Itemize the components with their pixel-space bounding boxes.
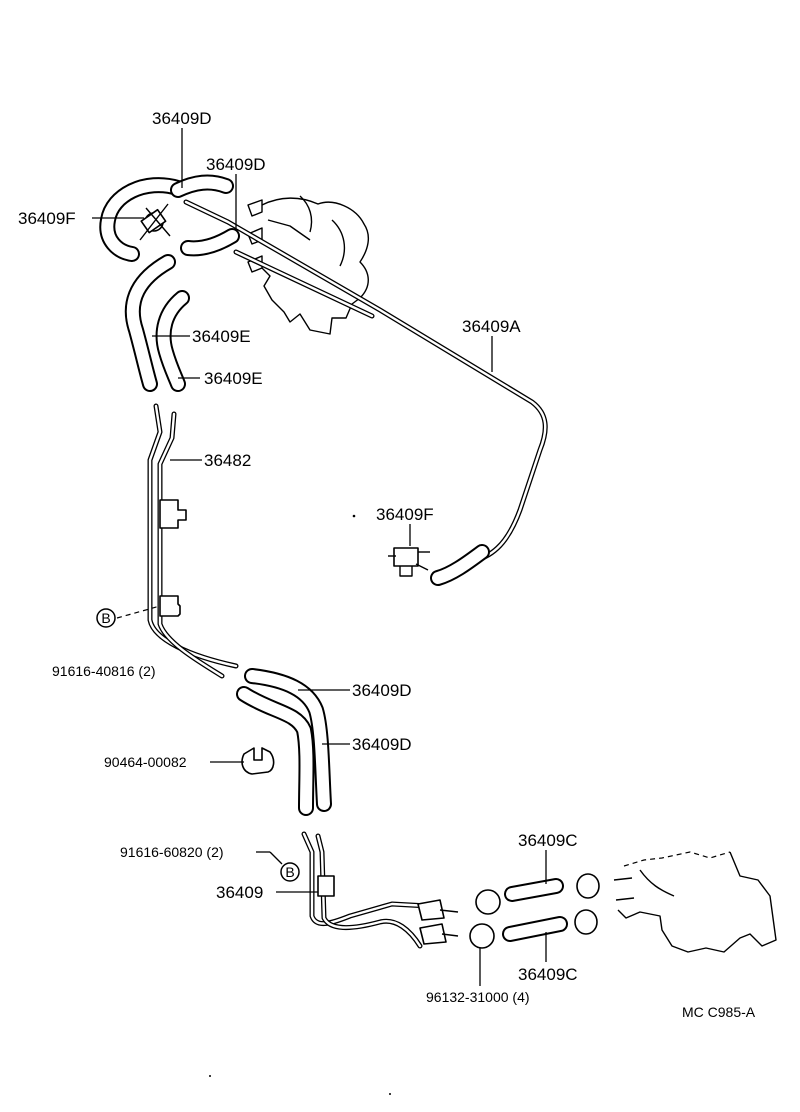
bolt-marker-2: B (280, 862, 300, 882)
label-91616-40816: 91616-40816 (2) (52, 663, 156, 679)
label-36409e-1: 36409E (192, 327, 251, 346)
label-36409d-top: 36409D (152, 109, 212, 128)
label-36409f-mid: 36409F (376, 505, 434, 524)
top-hose-group (99, 174, 240, 392)
pipe-36409-bottom (301, 831, 459, 949)
label-36409: 36409 (216, 883, 263, 902)
figure-code: MC C985-A (682, 1004, 756, 1020)
label-36409e-2: 36409E (204, 369, 263, 388)
label-90464-00082: 90464-00082 (104, 754, 187, 770)
label-36409d-mid1: 36409D (352, 681, 412, 700)
bolt-marker-1-text: B (101, 610, 110, 626)
label-36409d-top2: 36409D (206, 155, 266, 174)
pipe-36482 (147, 403, 239, 679)
stray-dot (209, 1075, 211, 1077)
label-36409f-top: 36409F (18, 209, 76, 228)
label-36409c-1: 36409C (518, 831, 578, 850)
label-36482: 36482 (204, 451, 251, 470)
mid-hoses (236, 668, 332, 816)
label-36409c-2: 36409C (518, 965, 578, 984)
clamps-right (574, 873, 600, 935)
vsv-mid (388, 547, 430, 577)
stray-dot (389, 1093, 391, 1095)
label-96132-31000: 96132-31000 (4) (426, 989, 530, 1005)
hoses-36409c (502, 878, 568, 942)
pipe-36409a (183, 199, 548, 586)
engine-block-bottom (613, 851, 777, 953)
clip-90464 (241, 747, 275, 775)
vsv-top (139, 203, 171, 241)
part-labels: 36409D 36409D 36409F 36409E 36409E 36409… (18, 109, 756, 1020)
bolt-marker-2-text: B (285, 864, 294, 880)
label-36409a: 36409A (462, 317, 521, 336)
label-36409d-mid2: 36409D (352, 735, 412, 754)
clamps-left (469, 889, 501, 949)
stray-dot (352, 514, 356, 518)
leader-lines (92, 128, 547, 986)
label-91616-60820: 91616-60820 (2) (120, 844, 224, 860)
bolt-marker-1: B (96, 605, 161, 628)
